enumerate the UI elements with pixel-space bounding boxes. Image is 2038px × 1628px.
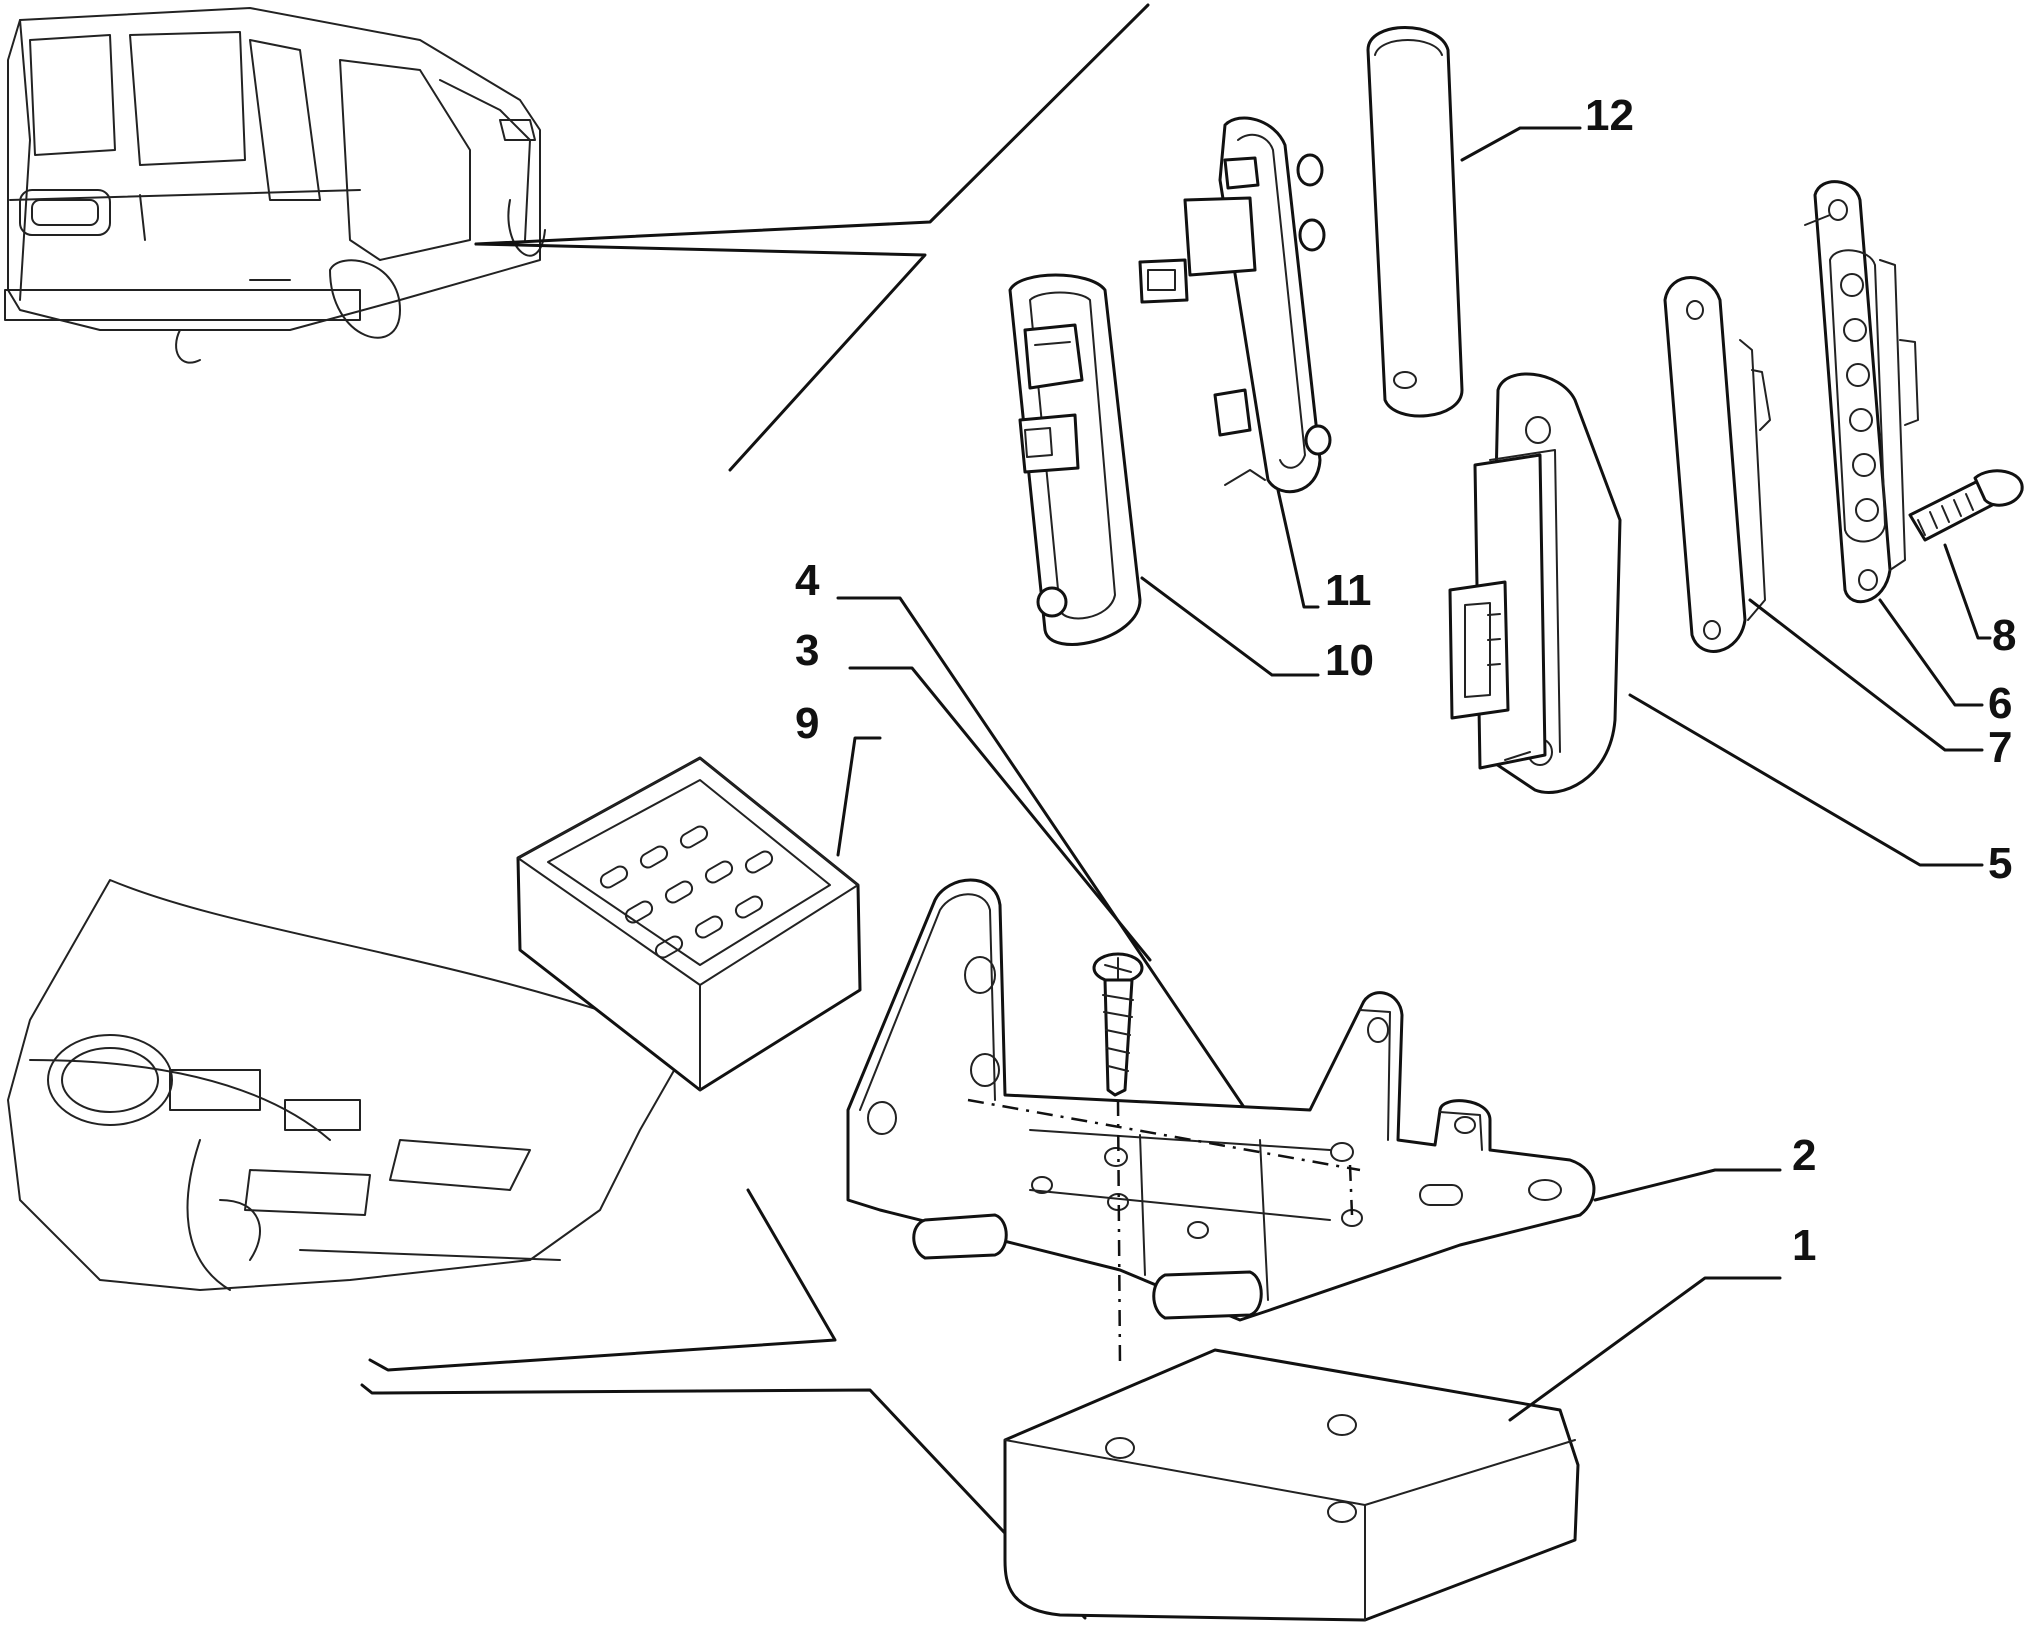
leader-11 xyxy=(1276,488,1320,609)
leader-5 xyxy=(1628,693,1984,867)
callout-11: 11 xyxy=(1325,566,1372,615)
part-7-gasket xyxy=(1663,276,1771,653)
leader-3 xyxy=(848,666,1152,962)
part-10-door-switch xyxy=(1008,273,1142,646)
leader-1 xyxy=(1508,1276,1782,1422)
leader-2 xyxy=(1593,1168,1782,1202)
leader-dashboard-to-unit9 xyxy=(368,1188,837,1372)
callout-10: 10 xyxy=(1325,636,1374,685)
assembly-centerline-rear xyxy=(1348,1164,1354,1216)
leader-van-to-step-lower xyxy=(474,242,927,472)
leader-dashboard-to-unit1 xyxy=(360,1383,1087,1620)
assembly-centerline-left xyxy=(967,1098,1361,1172)
callout-4: 4 xyxy=(795,556,820,605)
callout-7: 7 xyxy=(1988,723,2012,772)
leader-4 xyxy=(836,596,1260,1130)
part-6-terminal-plate xyxy=(1804,180,1919,604)
part-3-screw xyxy=(1092,952,1144,1097)
callout-9: 9 xyxy=(795,699,819,748)
callout-6: 6 xyxy=(1988,679,2012,728)
part-2-mounting-bracket xyxy=(846,878,1596,1322)
part-5-control-module xyxy=(1448,372,1622,794)
leader-8 xyxy=(1943,543,1992,640)
callout-8: 8 xyxy=(1992,611,2016,660)
part-9-keypad-unit xyxy=(516,756,862,1092)
leader-6 xyxy=(1878,598,1984,707)
part-12-gasket xyxy=(1366,26,1464,418)
leader-12 xyxy=(1460,126,1582,162)
callout-12: 12 xyxy=(1585,91,1634,140)
part-8-screw xyxy=(1908,469,2024,542)
callout-2: 2 xyxy=(1792,1131,1816,1180)
part-1-control-box xyxy=(1003,1348,1580,1622)
leader-7 xyxy=(1748,598,1984,752)
leader-9 xyxy=(836,736,882,857)
callout-3: 3 xyxy=(795,626,819,675)
leader-van-to-step xyxy=(474,3,1150,246)
van-rear-view-illustration xyxy=(4,7,546,364)
callout-1: 1 xyxy=(1792,1221,1816,1270)
dashboard-illustration xyxy=(7,879,681,1291)
leader-10 xyxy=(1140,576,1320,677)
part-11-switch-housing xyxy=(1138,116,1332,494)
assembly-centerline-bolt xyxy=(1116,1099,1122,1366)
keypad-buttons xyxy=(599,825,774,959)
callout-5: 5 xyxy=(1988,839,2012,888)
